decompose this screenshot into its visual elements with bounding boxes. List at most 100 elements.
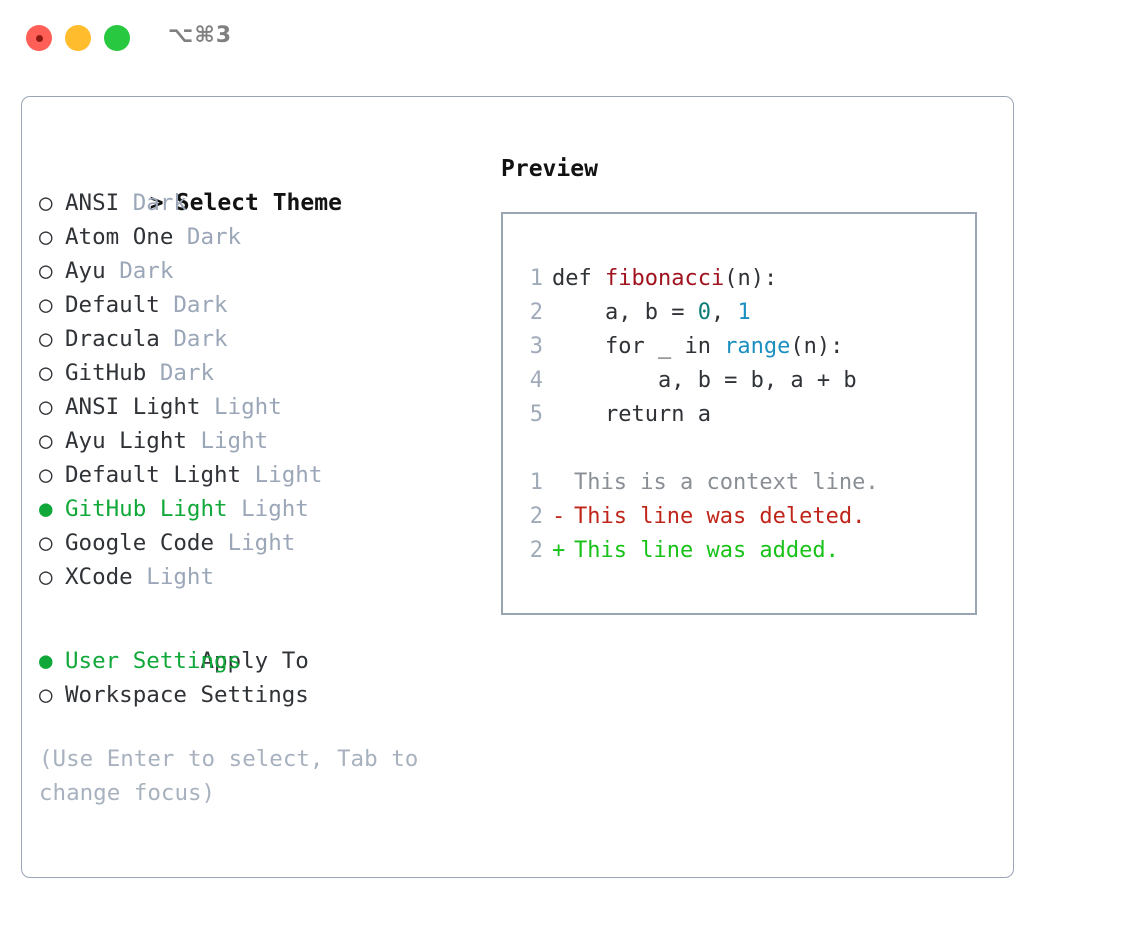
radio-unselected-icon: ○ [39, 292, 53, 318]
theme-name: XCode [65, 564, 133, 590]
radio-unselected-icon: ○ [39, 530, 53, 556]
theme-kind-badge: Dark [119, 258, 174, 284]
code-token: a, b = [552, 300, 698, 325]
theme-name: ANSI Light [65, 394, 201, 420]
code-line: 2 a, b = 0, 1 [519, 296, 879, 330]
apply-to-section: Apply To ● User Settings ○Workspace Settin… [39, 610, 479, 712]
code-line-number: 1 [529, 266, 543, 291]
radio-unselected-icon: ○ [39, 190, 53, 216]
diff-line-number: 2 [529, 504, 543, 529]
radio-unselected-icon: ○ [39, 360, 53, 386]
theme-name: Ayu Light [65, 428, 187, 454]
theme-kind-badge: Dark [159, 360, 215, 386]
diff-marker: + [552, 538, 566, 563]
theme-option-ayu[interactable]: ○ Ayu Dark [39, 254, 479, 288]
theme-option-github-light[interactable]: ●GitHub Light Light [39, 492, 479, 526]
code-line: 1 def fibonacci(n): [519, 262, 879, 296]
theme-kind-badge: Light [254, 462, 323, 488]
apply-to-option-user-settings[interactable]: ● User Settings [39, 644, 479, 678]
diff-marker: - [552, 504, 566, 529]
diff-line-body: This is a context line. [552, 470, 879, 495]
radio-unselected-icon: ○ [39, 224, 53, 250]
close-button[interactable] [26, 25, 52, 51]
theme-option-google-code[interactable]: ○Google Code Light [39, 526, 479, 560]
select-theme-header: >Select Theme [39, 152, 479, 216]
zoom-button[interactable] [104, 25, 130, 51]
diff-line-number: 1 [529, 470, 543, 495]
theme-option-default-light[interactable]: ○Default Light Light [39, 458, 479, 492]
code-token: for _ in [552, 334, 725, 359]
diff-line-del: 2-This line was deleted. [519, 500, 879, 534]
theme-name: Ayu [65, 258, 106, 284]
theme-kind-badge: Light [227, 530, 296, 556]
code-line-number: 3 [529, 334, 543, 359]
diff-line-text: This line was deleted. [574, 504, 866, 529]
code-token: , [710, 300, 738, 325]
code-line-number: 5 [529, 402, 543, 427]
radio-unselected-icon: ○ [39, 258, 53, 284]
code-token: (n): [724, 266, 778, 291]
theme-kind-badge: Light [146, 564, 215, 590]
code-token: def [552, 266, 605, 291]
diff-marker [552, 466, 574, 500]
diff-line-add: 2 + This line was added. [519, 534, 879, 568]
theme-option-dracula[interactable]: ○ Dracula Dark [39, 322, 479, 356]
theme-option-ansi-light[interactable]: ○ANSI Light Light [39, 390, 479, 424]
main-panel: >Select Theme ○ANSI Dark○Atom One Dark○A… [21, 96, 1014, 878]
theme-option-xcode[interactable]: ○XCode Light [39, 560, 479, 594]
theme-kind-badge: Dark [132, 190, 187, 216]
diff-line-body: -This line was deleted. [552, 504, 865, 529]
code-line: 5 return a [519, 398, 879, 432]
radio-unselected-icon: ○ [39, 462, 53, 488]
theme-name: ANSI [65, 190, 120, 216]
traffic-lights [26, 25, 130, 51]
code-token: 0 [697, 300, 711, 325]
minimize-button[interactable] [65, 25, 91, 51]
theme-selector: >Select Theme ○ANSI Dark○Atom One Dark○A… [39, 152, 479, 810]
code-token: return a [552, 402, 711, 427]
radio-unselected-icon: ○ [39, 326, 53, 352]
theme-name: Dracula [65, 326, 160, 352]
radio-selected-icon: ● [39, 648, 53, 674]
diff-line-text: This line was added. [574, 538, 839, 563]
code-token: fibonacci [604, 266, 725, 291]
title-bar: ⌥⌘3 [0, 0, 1140, 76]
theme-kind-badge: Dark [173, 326, 228, 352]
theme-option-ayu-light[interactable]: ○Ayu Light Light [39, 424, 479, 458]
theme-name: GitHub [65, 360, 147, 386]
code-token: range [724, 334, 791, 359]
diff-line-text: This is a context line. [574, 470, 879, 495]
theme-option-ansi[interactable]: ○ ANSI Dark [39, 186, 479, 220]
preview-title: Preview [501, 156, 598, 182]
theme-list: ○ ANSI Dark ○ Atom One Dark ○ Ayu Dark ○Defaul… [39, 186, 479, 594]
apply-to-option-label: User Settings [65, 648, 242, 674]
theme-kind-badge: Light [214, 394, 282, 420]
theme-kind-badge: Dark [186, 224, 242, 250]
code-line-number: 4 [529, 368, 543, 393]
theme-option-default[interactable]: ○Default Dark [39, 288, 479, 322]
theme-name: GitHub Light [65, 496, 228, 522]
code-token: (n): [790, 334, 844, 359]
apply-to-list: ● User Settings ○Workspace Settings [39, 644, 479, 712]
apply-to-header: Apply To [39, 610, 479, 674]
caret-icon: > [149, 190, 164, 216]
diff-line-context: 1 This is a context line. [519, 466, 879, 500]
window-shortcut-label: ⌥⌘3 [168, 23, 233, 48]
keyboard-hint: (Use Enter to select, Tab to change focu… [39, 746, 419, 806]
apply-to-option-label: Workspace Settings [65, 682, 309, 708]
apply-to-option-workspace-settings[interactable]: ○Workspace Settings [39, 678, 479, 712]
theme-option-github[interactable]: ○ GitHub Dark [39, 356, 479, 390]
theme-option-atom-one[interactable]: ○ Atom One Dark [39, 220, 479, 254]
theme-kind-badge: Light [241, 496, 309, 522]
code-line: 4 a, b = b, a + b [519, 364, 879, 398]
code-token: 1 [737, 300, 751, 325]
theme-kind-badge: Light [200, 428, 269, 454]
theme-name: Atom One [65, 224, 174, 250]
diff-line-number: 2 [529, 538, 543, 563]
code-line: 3 for _ in range(n): [519, 330, 879, 364]
code-diff-separator [519, 432, 879, 466]
